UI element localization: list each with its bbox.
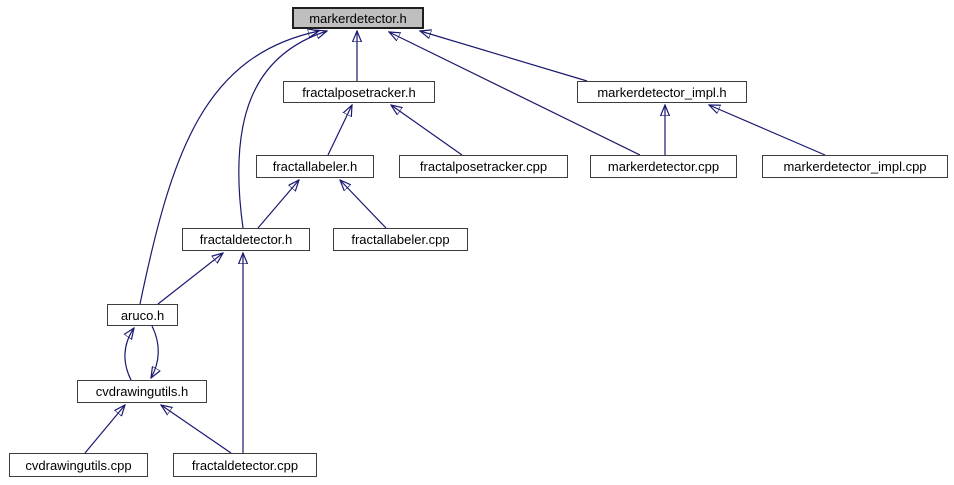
edge-fractalposetracker-cpp-to-fractalposetracker-h bbox=[391, 105, 463, 156]
edge-fractaldetector-h-to-markerdetector-h bbox=[238, 31, 327, 229]
edge-markerdetector-impl-cpp-to-markerdetector-impl-h bbox=[709, 105, 826, 156]
node-fractalposetracker-cpp[interactable]: fractalposetracker.cpp bbox=[399, 155, 568, 178]
node-fractaldetector-cpp[interactable]: fractaldetector.cpp bbox=[173, 453, 317, 477]
edge-fractaldetector-cpp-to-cvdrawingutils-h bbox=[161, 405, 232, 454]
node-fractallabeler-h[interactable]: fractallabeler.h bbox=[256, 155, 374, 178]
node-markerdetector-cpp[interactable]: markerdetector.cpp bbox=[590, 155, 737, 178]
node-fractalposetracker-h[interactable]: fractalposetracker.h bbox=[283, 81, 435, 103]
edge-fractallabeler-h-to-fractalposetracker-h bbox=[327, 105, 352, 156]
node-markerdetector-impl-cpp[interactable]: markerdetector_impl.cpp bbox=[762, 155, 948, 178]
node-aruco-h[interactable]: aruco.h bbox=[107, 304, 178, 326]
edge-cvdrawingutils-cpp-to-cvdrawingutils-h bbox=[84, 405, 125, 454]
edge-fractaldetector-h-to-fractallabeler-h bbox=[257, 180, 299, 229]
edge-markerdetector-cpp-to-markerdetector-h bbox=[389, 32, 641, 156]
edge-markerdetector-impl-h-to-markerdetector-h bbox=[420, 31, 588, 82]
edge-aruco-h-to-markerdetector-h bbox=[139, 31, 319, 305]
node-cvdrawingutils-h[interactable]: cvdrawingutils.h bbox=[77, 380, 207, 403]
node-fractaldetector-h[interactable]: fractaldetector.h bbox=[182, 228, 310, 251]
node-cvdrawingutils-cpp[interactable]: cvdrawingutils.cpp bbox=[9, 453, 148, 477]
node-markerdetector-h: markerdetector.h bbox=[292, 7, 424, 29]
edge-aruco-h-to-cvdrawingutils-h bbox=[151, 325, 158, 378]
edge-cvdrawingutils-h-to-aruco-h bbox=[125, 328, 134, 381]
edge-aruco-h-to-fractaldetector-h bbox=[157, 253, 223, 305]
node-markerdetector-impl-h[interactable]: markerdetector_impl.h bbox=[577, 81, 747, 103]
edge-fractallabeler-cpp-to-fractallabeler-h bbox=[340, 180, 387, 229]
node-fractallabeler-cpp[interactable]: fractallabeler.cpp bbox=[333, 228, 468, 251]
